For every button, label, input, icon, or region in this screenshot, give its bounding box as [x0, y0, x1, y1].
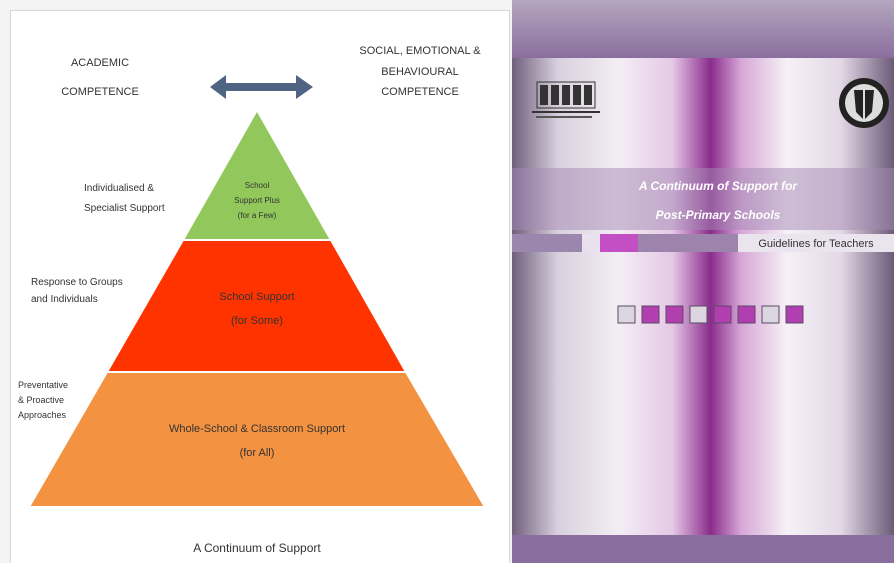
side-label-bottom-1: Preventative	[18, 380, 68, 390]
subtitle-box	[738, 234, 894, 252]
tier-bottom-text-1: Whole-School & Classroom Support	[169, 423, 345, 435]
crest-seal-icon	[839, 78, 889, 128]
pyramid-panel: ACADEMIC COMPETENCE SOCIAL, EMOTIONAL & …	[0, 0, 512, 563]
tier-bottom-shape	[27, 371, 487, 508]
cover-top-band	[512, 0, 894, 58]
cover-title-line-2: Post-Primary Schools	[656, 208, 781, 222]
square-purple	[737, 305, 756, 324]
square-purple	[785, 305, 804, 324]
right-heading-line-3: COMPETENCE	[381, 86, 459, 98]
side-label-middle-1: Response to Groups	[31, 277, 123, 288]
side-label-bottom-2: & Proactive	[18, 395, 64, 405]
left-heading-line-2: COMPETENCE	[61, 86, 139, 98]
tier-top-text-3: (for a Few)	[238, 211, 277, 220]
square-light	[761, 305, 780, 324]
square-purple	[641, 305, 660, 324]
right-heading-line-2: BEHAVIOURAL	[381, 66, 458, 78]
square-purple	[713, 305, 732, 324]
side-label-top-1: Individualised &	[84, 183, 154, 194]
tier-middle-text-1: School Support	[219, 291, 294, 303]
cover-title-band	[512, 168, 894, 230]
pyramid-caption: A Continuum of Support	[193, 541, 321, 555]
department-building-logo-icon	[532, 81, 600, 118]
cover-image: A Continuum of Support for Post-Primary …	[512, 0, 894, 563]
side-label-middle-2: and Individuals	[31, 294, 98, 305]
tier-top-text-1: School	[245, 181, 270, 190]
square-purple	[665, 305, 684, 324]
side-label-bottom-3: Approaches	[18, 410, 67, 420]
right-heading-line-1: SOCIAL, EMOTIONAL &	[359, 45, 481, 57]
tier-middle-shape	[105, 239, 408, 373]
double-arrow-icon	[210, 75, 313, 99]
cover-bottom-band	[512, 535, 894, 563]
subtitle-purple-block	[600, 234, 638, 252]
tier-bottom-text-2: (for All)	[240, 447, 275, 459]
pyramid-diagram: ACADEMIC COMPETENCE SOCIAL, EMOTIONAL & …	[18, 45, 487, 555]
tier-middle-text-2: (for Some)	[231, 315, 283, 327]
side-label-top-2: Specialist Support	[84, 203, 165, 214]
cover-subtitle: Guidelines for Teachers	[758, 238, 874, 250]
cover-panel: A Continuum of Support for Post-Primary …	[512, 0, 894, 563]
cover-background	[512, 0, 894, 563]
square-light	[689, 305, 708, 324]
cover-title-line-1: A Continuum of Support for	[638, 179, 799, 193]
tier-top-text-2: Support Plus	[234, 196, 280, 205]
subtitle-light-square	[582, 234, 600, 252]
square-light	[617, 305, 636, 324]
tier-top-shape	[181, 107, 333, 241]
square-row	[617, 305, 804, 324]
left-heading-line-1: ACADEMIC	[71, 57, 129, 69]
